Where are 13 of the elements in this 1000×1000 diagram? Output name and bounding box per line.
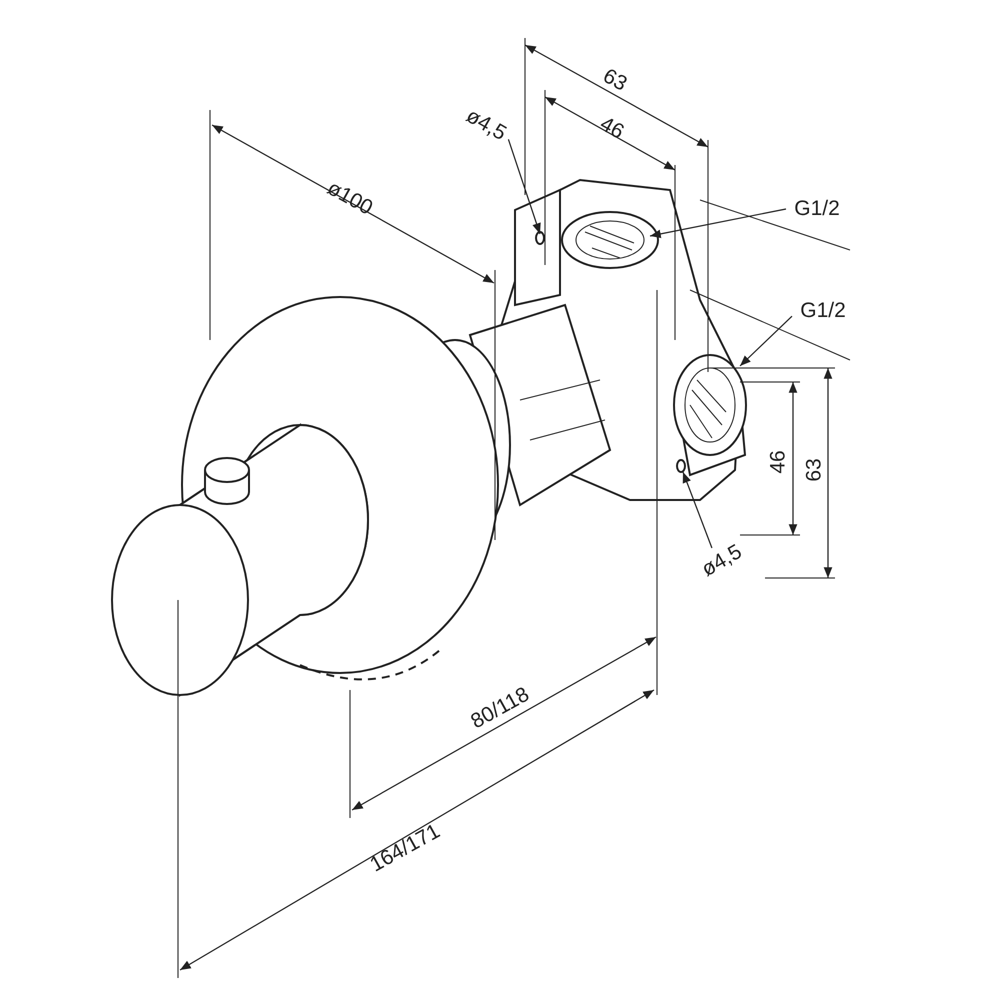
leader-line <box>650 208 786 238</box>
callout-text: G1/2 <box>800 298 846 324</box>
dimension-label: 46 <box>596 113 628 143</box>
leader-line <box>682 472 712 548</box>
callout-text: G1/2 <box>794 196 840 222</box>
dimension-label: ø100 <box>324 177 376 219</box>
dimension-label: 63 <box>804 458 824 482</box>
callout-text: ø4,5 <box>696 539 747 584</box>
dimension-label: 63 <box>600 65 630 95</box>
leader-line <box>508 139 541 234</box>
callout-text: ø4,5 <box>461 103 512 148</box>
dimension-label: 46 <box>768 450 788 474</box>
leader-line <box>740 316 792 366</box>
